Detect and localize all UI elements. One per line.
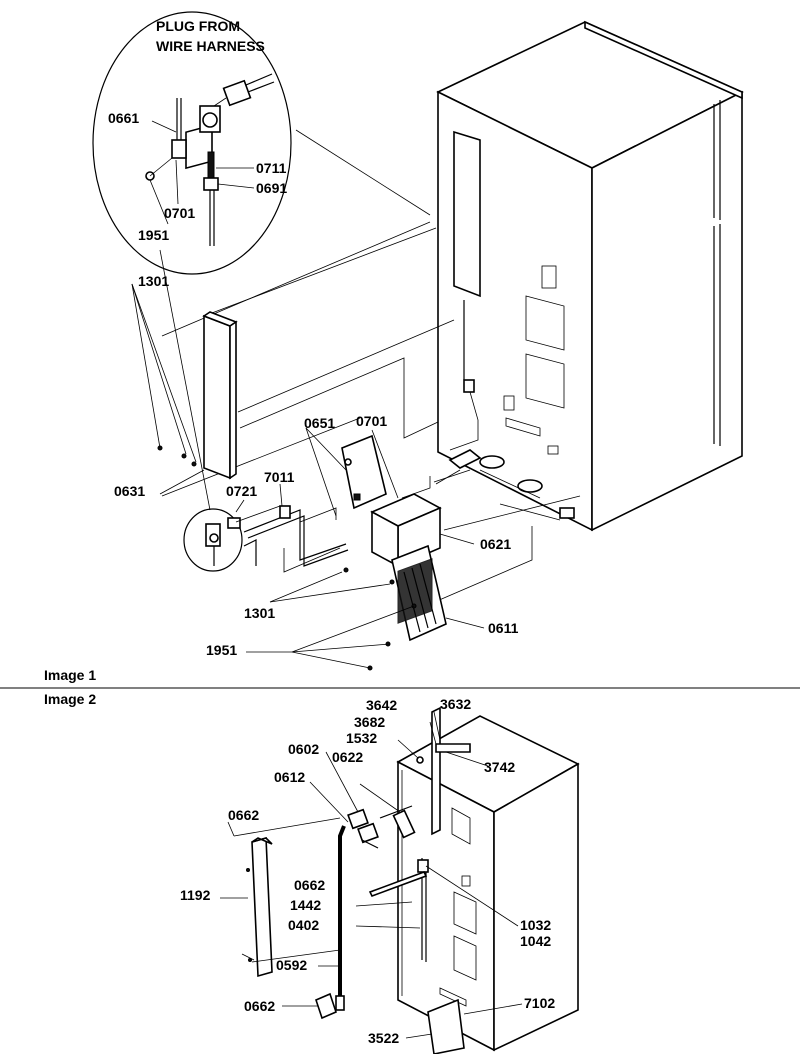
callout-detail: PLUG FROM WIRE HARNESS [92, 11, 292, 275]
label-3632: 3632 [440, 696, 471, 712]
label-0662-top: 0662 [228, 807, 259, 823]
leaders-2 [220, 711, 523, 1039]
section-label-image-1: Image 1 [44, 667, 96, 683]
tubing-0592 [335, 808, 379, 1011]
label-0611: 0611 [488, 620, 519, 636]
label-1442: 1442 [290, 897, 321, 913]
callout-title-line1: PLUG FROM [156, 18, 240, 34]
label-1951-bot: 1951 [206, 642, 237, 658]
tubing-7011 [243, 505, 349, 573]
cover-3522 [427, 998, 465, 1054]
leaders-1 [131, 283, 485, 669]
label-0701-top: 0701 [164, 205, 195, 221]
callout-title-line2: WIRE HARNESS [156, 38, 265, 54]
label-0651: 0651 [304, 415, 335, 431]
label-0631: 0631 [114, 483, 145, 499]
label-0621: 0621 [480, 536, 511, 552]
rail-0662 [368, 871, 428, 897]
label-1951-top: 1951 [138, 227, 169, 243]
label-0662-bot: 0662 [244, 998, 275, 1014]
label-0721: 0721 [226, 483, 257, 499]
screws-1 [157, 445, 417, 671]
label-0592: 0592 [276, 957, 307, 973]
label-3642: 3642 [366, 697, 397, 713]
grille-0611 [391, 544, 447, 642]
label-1192: 1192 [180, 887, 211, 903]
label-0691: 0691 [256, 180, 287, 196]
condenser-box-0621 [370, 493, 442, 568]
label-1301-bot: 1301 [244, 605, 275, 621]
label-0602: 0602 [288, 741, 319, 757]
label-3742: 3742 [484, 759, 515, 775]
bracket-0651 [341, 434, 387, 510]
label-1042: 1042 [520, 933, 551, 949]
label-0701-mid: 0701 [356, 413, 387, 429]
refrigerator-cabinet-2 [396, 715, 580, 1052]
label-7011: 7011 [264, 469, 295, 485]
bracket-0662-bottom [315, 992, 337, 1020]
label-0402: 0402 [288, 917, 319, 933]
label-1301-top: 1301 [138, 273, 169, 289]
panel-0631 [202, 311, 238, 480]
label-0622: 0622 [332, 749, 363, 765]
top-components-2 [379, 706, 471, 839]
label-0661: 0661 [108, 110, 139, 126]
assembly-lines-1 [161, 221, 581, 605]
label-3682: 3682 [354, 714, 385, 730]
label-1032: 1032 [520, 917, 551, 933]
refrigerator-cabinet-1 [435, 20, 744, 532]
assembly-lines-2 [227, 817, 341, 963]
label-7102: 7102 [524, 995, 555, 1011]
small-detail-circle [183, 505, 281, 572]
label-0711: 0711 [256, 160, 287, 176]
panel-1192 [246, 836, 273, 978]
label-0612: 0612 [274, 769, 305, 785]
section-label-image-2: Image 2 [44, 691, 96, 707]
label-0662-mid: 0662 [294, 877, 325, 893]
label-3522: 3522 [368, 1030, 399, 1046]
label-1532: 1532 [346, 730, 377, 746]
